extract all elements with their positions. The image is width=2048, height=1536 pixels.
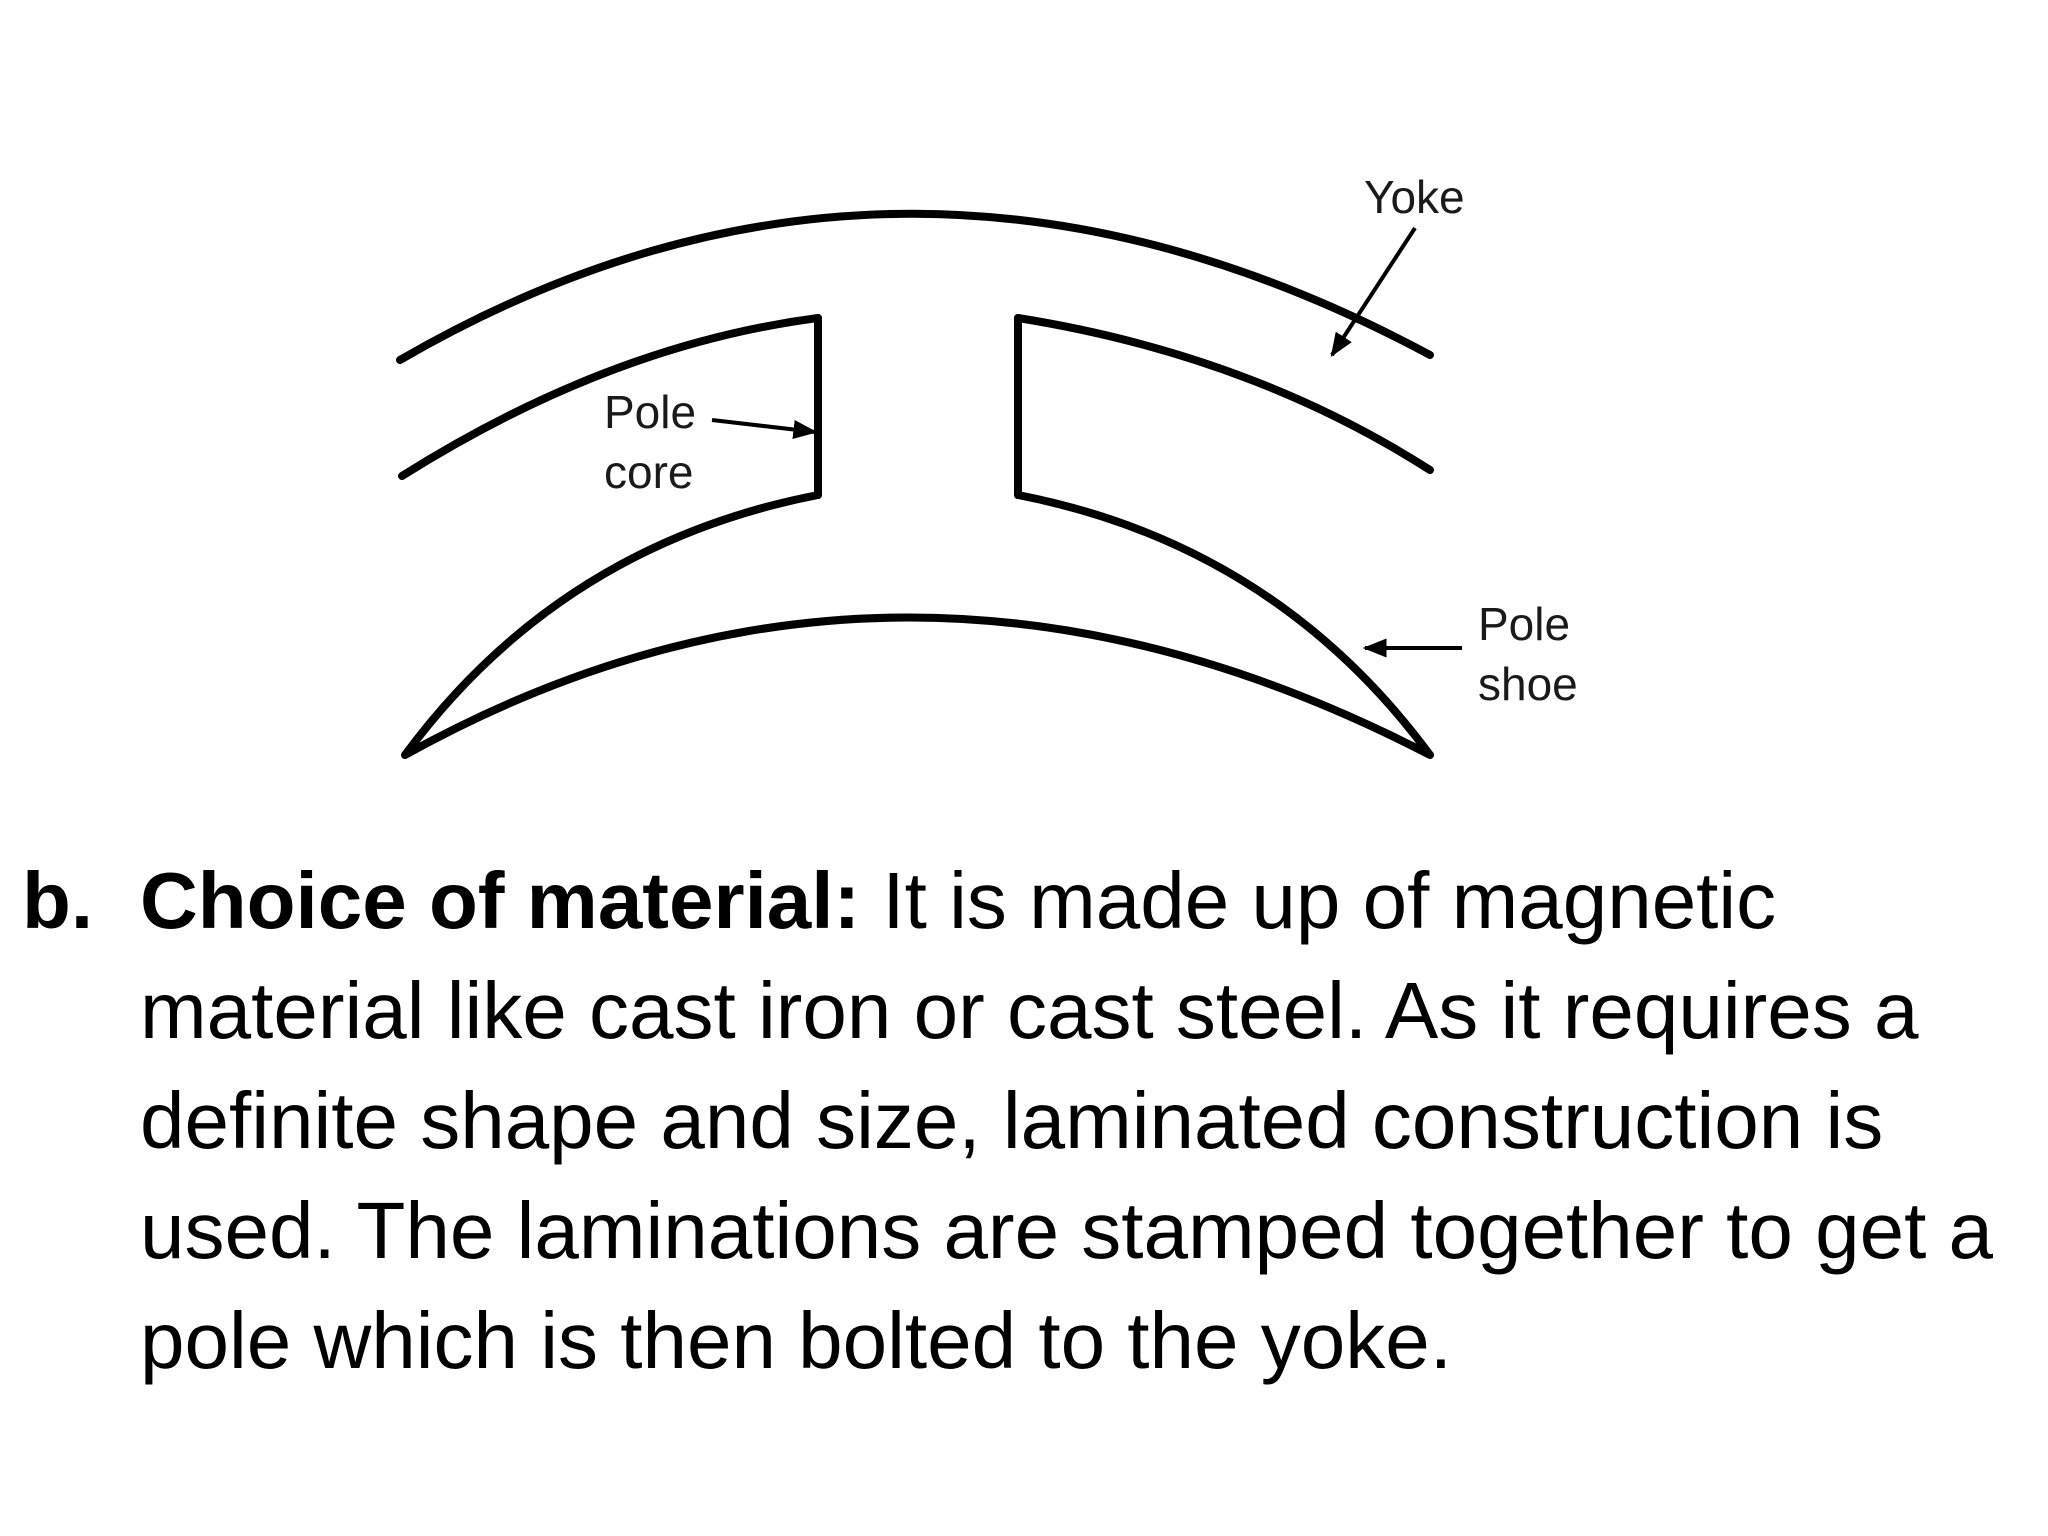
pole-shoe-label-line2: shoe [1478, 658, 1578, 710]
point-term: Choice of material: [140, 856, 861, 945]
yoke-outer-arc [396, 209, 1434, 364]
yoke-arrow [1330, 226, 1417, 358]
pole-construction-diagram: Yoke Pole core Pole shoe [396, 171, 1578, 759]
yoke-label: Yoke [1364, 171, 1465, 223]
point-body: Choice of material: It is made up of mag… [140, 846, 2012, 1396]
pole-core-label-line1: Pole [604, 386, 696, 438]
yoke-inner-arc-right [1014, 314, 1434, 474]
pole-core-label-line2: core [604, 446, 693, 498]
pole-core-arrow [711, 418, 818, 440]
pole-shoe [401, 491, 1434, 759]
material-point: b. Choice of material: It is made up of … [22, 846, 2012, 1396]
point-description: It is made up of magnetic material like … [140, 856, 1994, 1385]
pole-shoe-label-line1: Pole [1478, 598, 1570, 650]
yoke-inner-arc-left [398, 314, 822, 480]
point-bullet: b. [22, 856, 94, 945]
